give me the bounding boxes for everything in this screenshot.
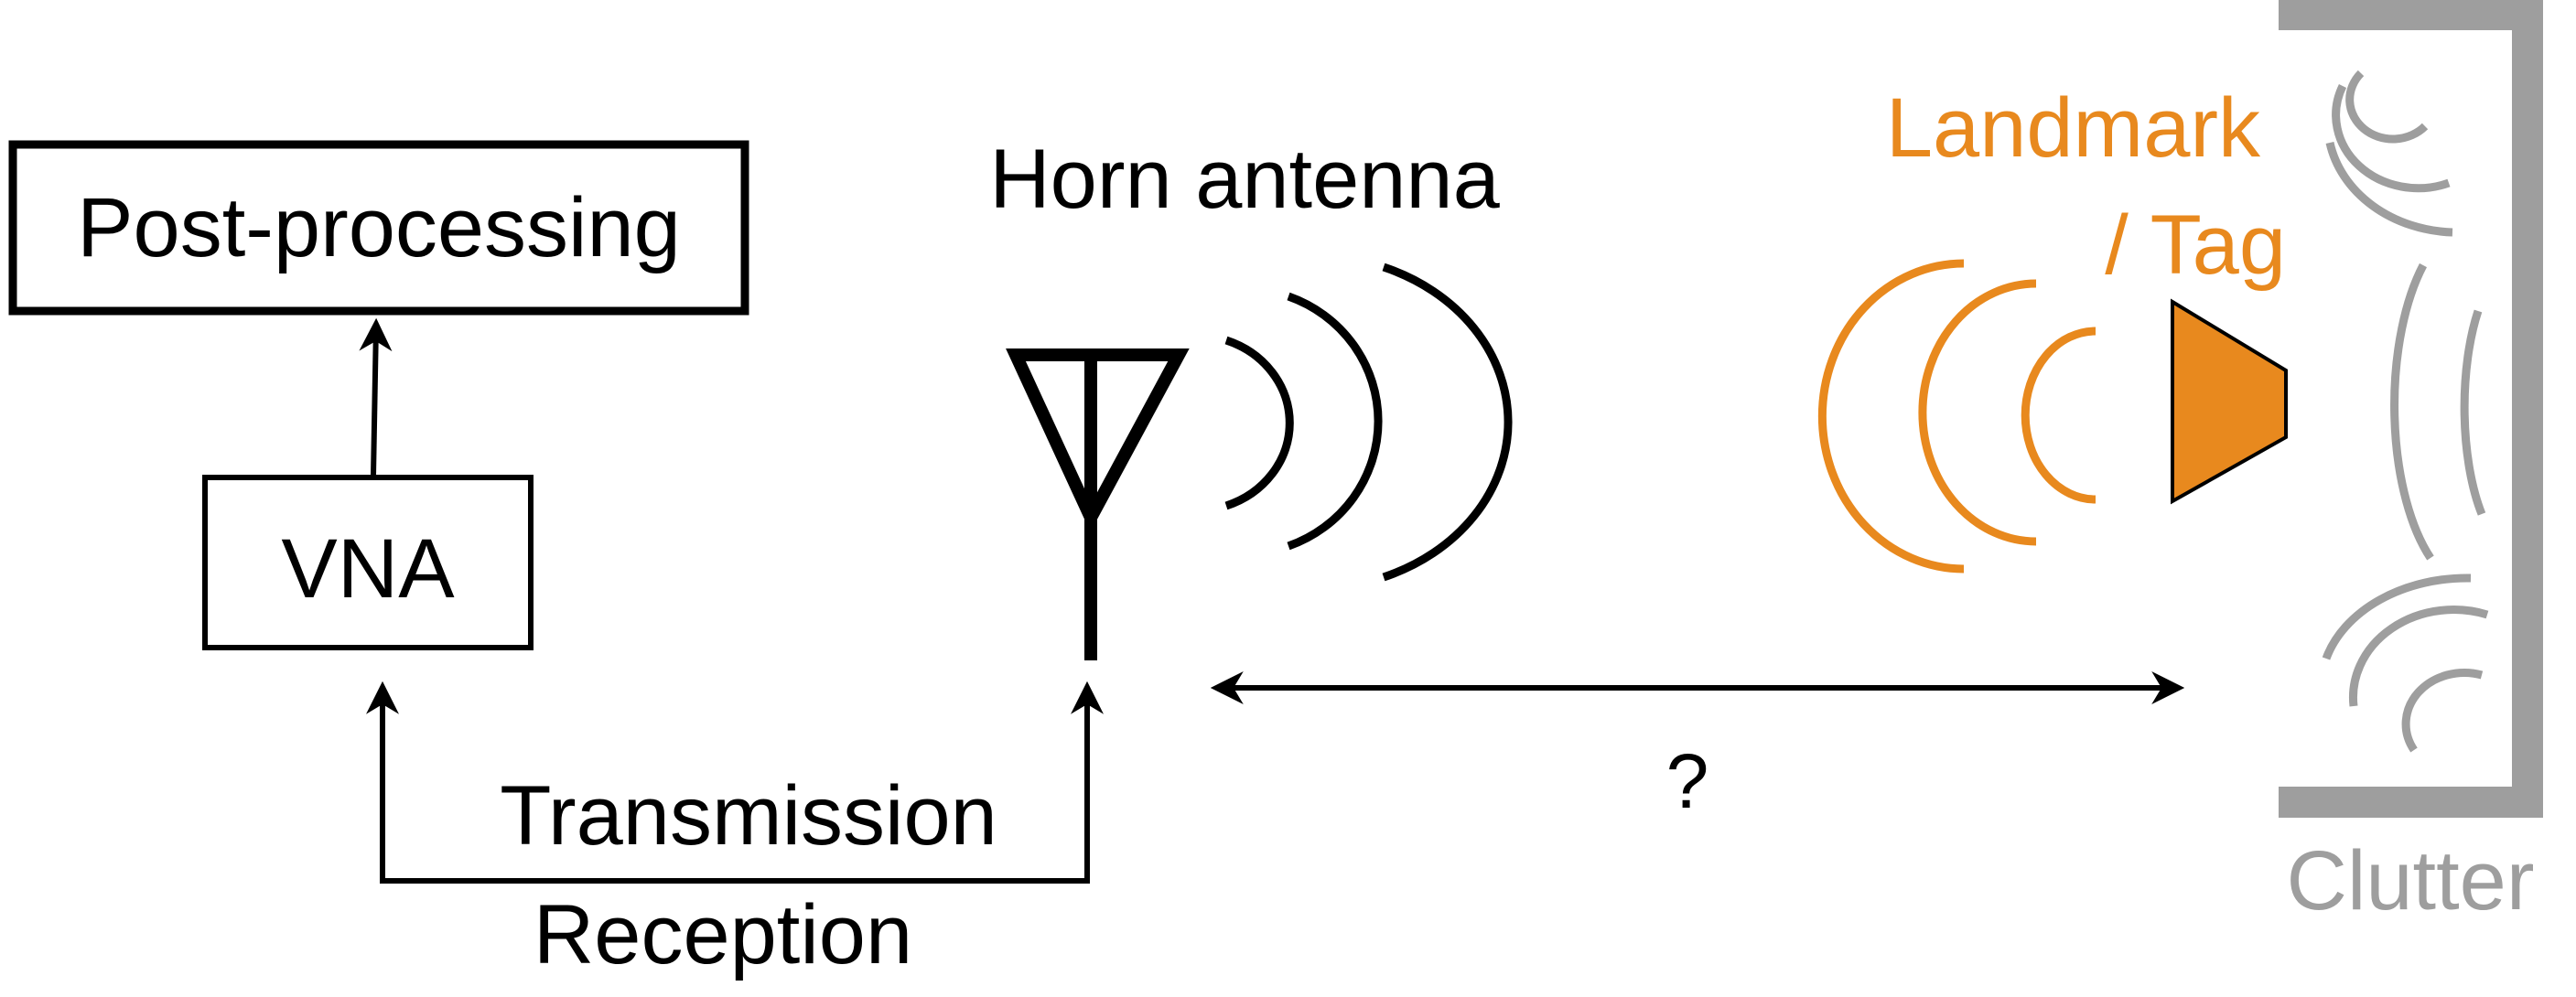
antenna-wave-medium xyxy=(1287,292,1383,551)
horn-antenna-label: Horn antenna xyxy=(989,133,1500,226)
transmission-label: Transmission xyxy=(500,769,997,863)
reception-label: Reception xyxy=(534,888,912,981)
landmark-label: Landmark xyxy=(1886,81,2261,175)
distance-measurement: ? xyxy=(1210,671,2185,824)
clutter-wave-top-2 xyxy=(2332,84,2451,193)
clutter-wave-top-1 xyxy=(2345,70,2429,144)
tag-reflector-icon xyxy=(2171,298,2288,505)
tag-wave-small xyxy=(2021,327,2096,504)
clutter: Clutter xyxy=(2279,0,2543,927)
distance-unknown-label: ? xyxy=(1666,738,1709,824)
clutter-wave-bottom-3 xyxy=(2322,574,2472,660)
clutter-label: Clutter xyxy=(2287,834,2535,927)
landmark-tag: Landmark / Tag xyxy=(1817,81,2288,574)
tag-label: / Tag xyxy=(2105,198,2286,292)
vna-to-postprocessing-arrow xyxy=(359,317,393,477)
clutter-wave-top-3 xyxy=(2325,142,2453,237)
antenna-icon xyxy=(1006,348,1190,532)
post-processing-label: Post-processing xyxy=(77,181,681,274)
horn-antenna: Horn antenna xyxy=(989,133,1513,660)
clutter-wave-mid-2 xyxy=(2390,263,2434,561)
signal-path: Transmission Reception xyxy=(366,681,1104,981)
clutter-wave-bottom-1 xyxy=(2401,669,2484,753)
post-processing-box xyxy=(8,140,749,316)
clutter-wave-bottom-2 xyxy=(2348,606,2489,707)
clutter-wall xyxy=(2279,0,2543,818)
vna-block: VNA xyxy=(202,475,534,650)
tag-wave-large xyxy=(1817,259,1965,574)
antenna-wave-small xyxy=(1224,336,1294,510)
antenna-wave-large xyxy=(1382,263,1513,582)
tag-wave-medium xyxy=(1918,279,2037,546)
post-processing-block: Post-processing xyxy=(8,140,749,316)
clutter-wave-mid-1 xyxy=(2460,309,2486,516)
vna-label: VNA xyxy=(281,522,455,616)
vna-box xyxy=(202,475,534,650)
